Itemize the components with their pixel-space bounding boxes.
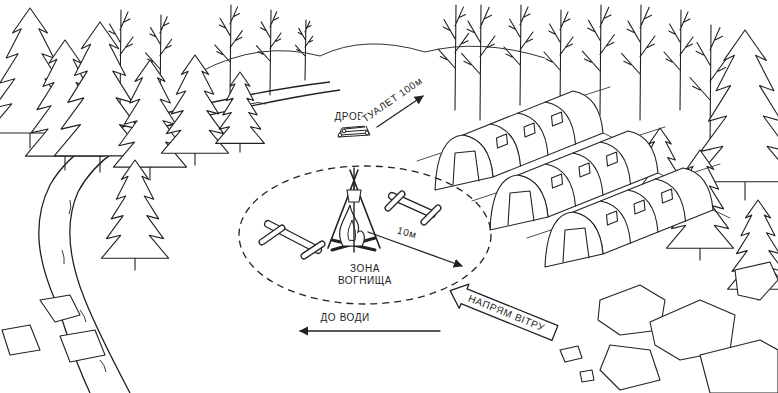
tent-door bbox=[508, 191, 534, 225]
fire-zone: ЗОНА ВОГНИЩА bbox=[238, 165, 492, 305]
rock bbox=[600, 345, 660, 390]
tent-hoop bbox=[601, 142, 631, 184]
tree-trunk bbox=[239, 143, 240, 152]
deciduous-tree bbox=[664, 10, 693, 110]
tree-trunk bbox=[194, 153, 195, 165]
tent-window bbox=[607, 211, 618, 225]
toilet-label: ТУАЛЕТ 100м bbox=[358, 74, 426, 127]
tent-hoop bbox=[546, 102, 576, 144]
tree-trunk bbox=[29, 133, 30, 148]
tent-window bbox=[662, 189, 673, 203]
tent-door bbox=[453, 151, 479, 185]
tree-trunk bbox=[699, 248, 700, 260]
rock bbox=[40, 295, 80, 322]
water-label: ДО ВОДИ bbox=[319, 312, 372, 324]
rock bbox=[60, 330, 105, 362]
deciduous-tree bbox=[256, 10, 281, 95]
tent-hoop bbox=[601, 201, 631, 243]
tent-window bbox=[524, 123, 535, 137]
log-benches bbox=[262, 194, 438, 256]
tree-trunk bbox=[64, 156, 65, 170]
deciduous-tree bbox=[622, 5, 655, 120]
wind-arrow: НАПРЯМ ВІТРУ bbox=[445, 279, 560, 346]
rock bbox=[560, 346, 582, 362]
tent-window bbox=[497, 134, 508, 148]
firewood-pile bbox=[338, 126, 370, 137]
arrow-shape bbox=[445, 279, 560, 345]
tent-door bbox=[563, 228, 589, 262]
tent-hoop bbox=[491, 124, 521, 166]
hills bbox=[200, 44, 545, 72]
guy-line bbox=[527, 164, 730, 238]
tent-front bbox=[490, 175, 548, 230]
tent-front bbox=[435, 135, 493, 190]
zone-label: НАПРЯМ ВІТРУ bbox=[466, 293, 546, 335]
rock bbox=[2, 325, 40, 355]
tree-trunk bbox=[134, 258, 135, 270]
tent-hoop bbox=[628, 190, 658, 232]
tent-hoop bbox=[573, 153, 603, 195]
zone-label: ЗОНА ВОГНИЩА bbox=[333, 263, 397, 287]
tent-window bbox=[634, 200, 645, 214]
tent-window bbox=[552, 174, 563, 188]
tree-trunk bbox=[99, 156, 100, 172]
water-arrow bbox=[300, 330, 440, 331]
deciduous-tree bbox=[438, 5, 468, 110]
deciduous-tree bbox=[295, 20, 312, 80]
rock bbox=[700, 340, 778, 393]
tent-window bbox=[552, 112, 563, 126]
rock bbox=[735, 262, 778, 300]
tent-window bbox=[607, 152, 618, 166]
tunnel-tent bbox=[527, 164, 730, 267]
tent-hoop bbox=[518, 113, 548, 155]
tree-trunk bbox=[744, 182, 745, 200]
rock bbox=[580, 370, 594, 382]
tent-front bbox=[545, 212, 603, 267]
rocks bbox=[2, 262, 778, 393]
conifer-tree bbox=[102, 160, 169, 258]
deciduous-tree bbox=[462, 5, 495, 120]
conifer-tree bbox=[161, 55, 228, 153]
distance-label: 10м bbox=[394, 224, 420, 242]
tent-hoop bbox=[546, 164, 576, 206]
tent-hoop bbox=[656, 179, 686, 221]
deciduous-tree bbox=[504, 5, 533, 105]
conifer-tree bbox=[216, 72, 265, 143]
dashed-ellipse bbox=[239, 166, 491, 304]
tree-trunk bbox=[149, 167, 150, 180]
tent-window bbox=[579, 163, 590, 177]
campfire bbox=[328, 168, 380, 252]
